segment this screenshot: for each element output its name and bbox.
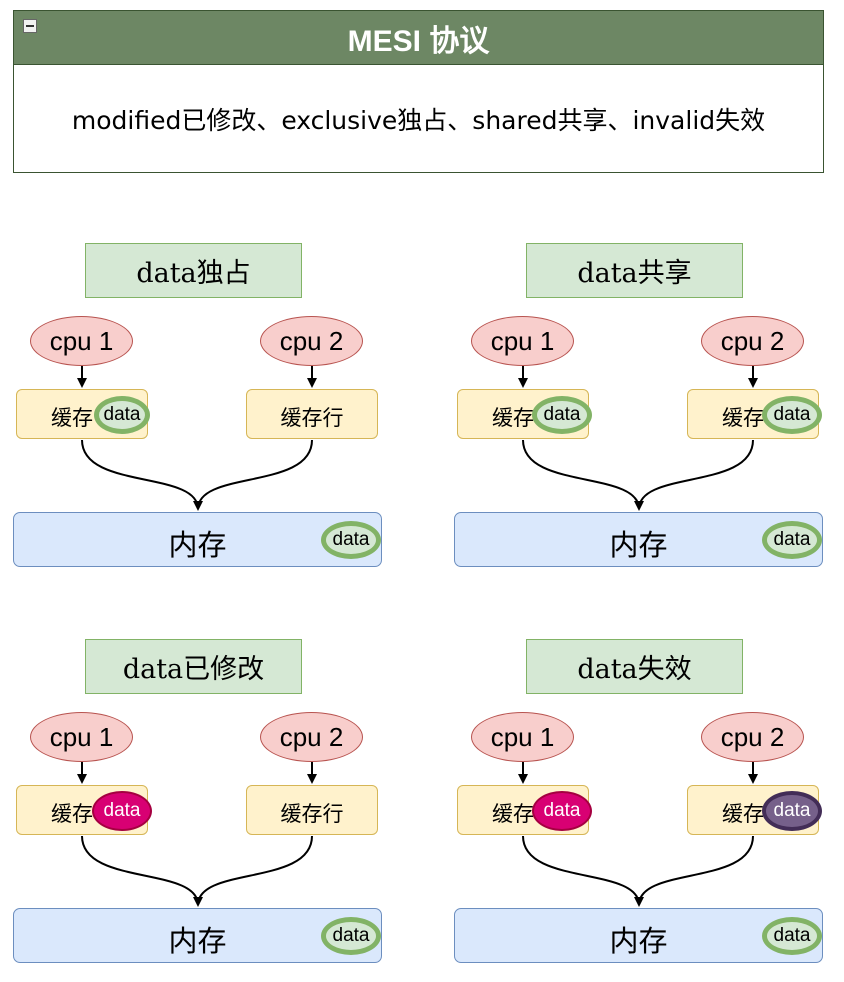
cache-cpu2: 缓存行	[246, 389, 378, 439]
edge-cache2-memory	[197, 835, 313, 906]
edge-cache1-memory	[81, 439, 203, 511]
cache-label: 缓存	[51, 802, 93, 826]
cpu2-node: cpu 2	[260, 712, 363, 762]
cpu1-node: cpu 1	[30, 316, 133, 366]
edge-cache2-memory	[197, 439, 313, 510]
data-block-modified: data	[92, 791, 152, 831]
memory-label: 内存	[168, 924, 227, 958]
edge-cache1-memory	[81, 835, 203, 907]
cache-label: 缓存	[722, 406, 764, 430]
data-block-valid: data	[321, 917, 381, 955]
cache-label: 缓存	[51, 406, 93, 430]
cpu1-node: cpu 1	[471, 316, 574, 366]
cache-label: 缓存	[492, 802, 534, 826]
cpu2-node: cpu 2	[701, 712, 804, 762]
collapse-icon[interactable]	[23, 19, 37, 33]
data-block-valid: data	[762, 396, 822, 434]
cache-cpu2: 缓存 data	[687, 389, 822, 439]
panel-label-invalid: data失效	[526, 639, 743, 694]
cache-cpu1: 缓存 data	[16, 785, 152, 835]
data-block-valid: data	[321, 521, 381, 559]
data-block-valid: data	[762, 521, 822, 559]
cpu1-node: cpu 1	[471, 712, 574, 762]
cache-cpu1: 缓存 data	[457, 389, 592, 439]
cache-label: 缓存	[722, 802, 764, 826]
memory-label: 内存	[609, 924, 668, 958]
description: modified已修改、exclusive独占、shared共享、invalid…	[13, 64, 824, 173]
panel-label-modified: data已修改	[85, 639, 302, 694]
data-block-modified: data	[532, 791, 592, 831]
data-block-valid: data	[762, 917, 822, 955]
memory-block: 内存 data	[454, 512, 823, 567]
cache-label: 缓存行	[280, 802, 344, 826]
memory-block: 内存 data	[13, 908, 382, 963]
edge-cache1-memory	[522, 835, 644, 907]
cache-cpu2: 缓存 data	[687, 785, 822, 835]
cache-cpu1: 缓存 data	[16, 389, 150, 439]
memory-label: 内存	[168, 528, 227, 562]
cache-cpu2: 缓存行	[246, 785, 378, 835]
data-block-valid: data	[532, 396, 592, 434]
cpu1-node: cpu 1	[30, 712, 133, 762]
memory-block: 内存 data	[13, 512, 382, 567]
cache-cpu1: 缓存 data	[457, 785, 592, 835]
cache-label: 缓存	[492, 406, 534, 430]
panel-label-shared: data共享	[526, 243, 743, 298]
memory-label: 内存	[609, 528, 668, 562]
edge-cache2-memory	[638, 835, 754, 906]
diagram-title: MESI 协议	[13, 10, 824, 65]
data-block-valid: data	[94, 396, 150, 434]
memory-block: 内存 data	[454, 908, 823, 963]
edge-cache2-memory	[638, 439, 754, 510]
panel-label-exclusive: data独占	[85, 243, 302, 298]
cpu2-node: cpu 2	[260, 316, 363, 366]
cpu2-node: cpu 2	[701, 316, 804, 366]
edge-cache1-memory	[522, 439, 644, 511]
cache-label: 缓存行	[280, 406, 344, 430]
data-block-invalid: data	[762, 791, 822, 831]
